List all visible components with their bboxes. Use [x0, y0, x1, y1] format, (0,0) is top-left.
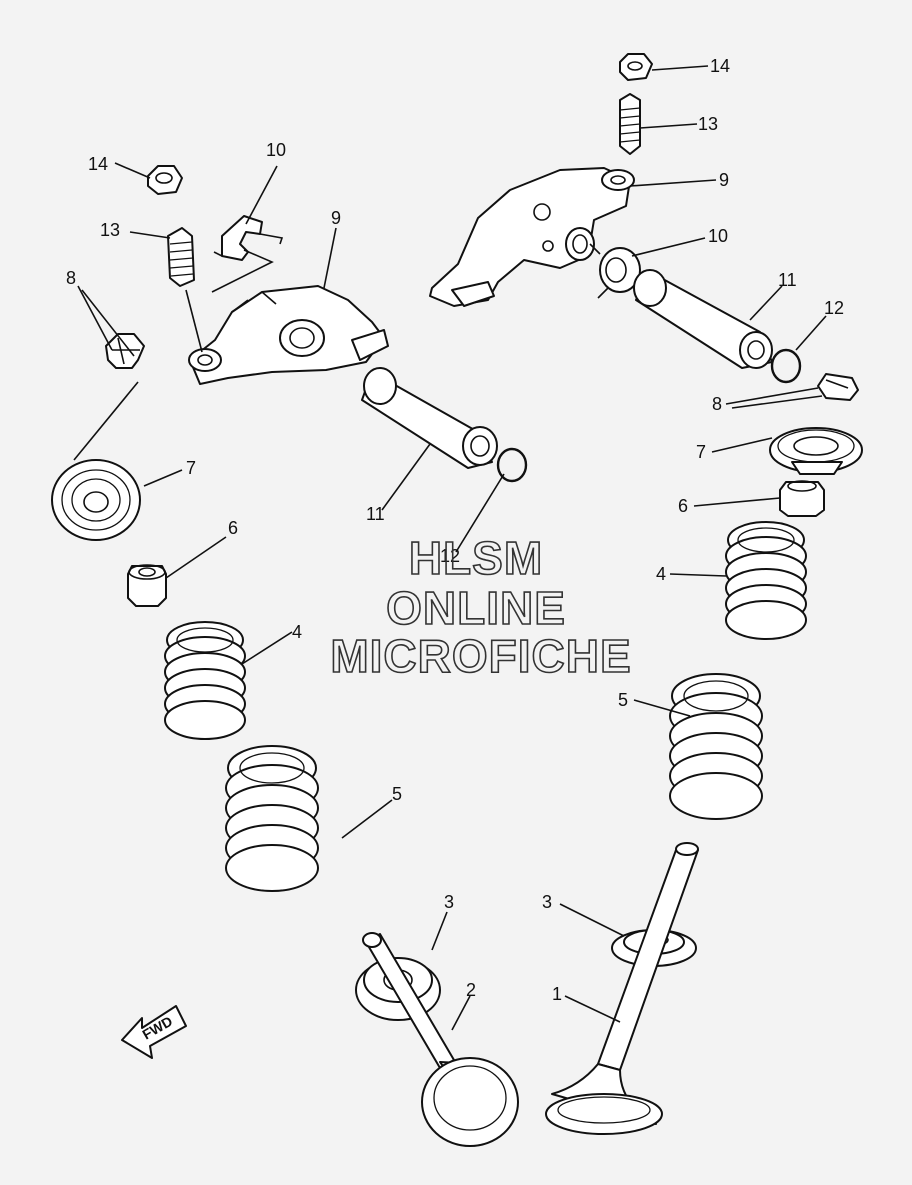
outer-spring-left [225, 745, 319, 892]
callout-4-left: 4 [292, 622, 302, 642]
callout-13-left: 13 [100, 220, 120, 240]
callout-8-left: 8 [66, 268, 76, 288]
washer-right [589, 243, 641, 299]
watermark-line-2: ONLINE [386, 582, 566, 634]
valve-exhaust [545, 842, 699, 1135]
callout-10-left: 10 [266, 140, 286, 160]
outer-spring-right [669, 673, 763, 820]
watermark: HLSM ONLINE MICROFICHE [330, 531, 632, 683]
stem-seal-right [779, 480, 825, 517]
o-ring-left [496, 447, 528, 483]
o-ring-right [770, 348, 802, 384]
callout-3-right: 3 [542, 892, 552, 912]
nut-right [619, 53, 653, 81]
callout-labels: 14 10 13 9 8 7 11 12 6 4 5 3 2 1 3 14 13… [66, 56, 844, 1004]
valve-cotter-right [817, 373, 859, 401]
spring-retainer-left [51, 459, 141, 541]
stem-seal-left [127, 564, 167, 607]
callout-12-left: 12 [440, 546, 460, 566]
callout-4-right: 4 [656, 564, 666, 584]
inner-spring-left [164, 621, 246, 740]
rocker-shaft-right [633, 269, 773, 369]
washer-left [213, 215, 284, 261]
nut-left [147, 165, 183, 195]
callout-12-right: 12 [824, 298, 844, 318]
rocker-shaft-left [361, 367, 498, 469]
callout-6-left: 6 [228, 518, 238, 538]
callout-7-right: 7 [696, 442, 706, 462]
callout-2: 2 [466, 980, 476, 1000]
rocker-arm-left [188, 285, 389, 385]
adjusting-screw-left [167, 227, 195, 287]
valve-intake [362, 932, 519, 1147]
spring-retainer-right [769, 427, 863, 475]
callout-5-left: 5 [392, 784, 402, 804]
callout-7-left: 7 [186, 458, 196, 478]
callout-9-left: 9 [331, 208, 341, 228]
fwd-arrow-icon: FWD [121, 1005, 187, 1059]
callout-14-right: 14 [710, 56, 730, 76]
callout-11-left: 11 [366, 504, 385, 524]
callout-8-right: 8 [712, 394, 722, 414]
callout-1: 1 [552, 984, 562, 1004]
callout-10-right: 10 [708, 226, 728, 246]
callout-14-left: 14 [88, 154, 108, 174]
watermark-line-3: MICROFICHE [330, 630, 631, 682]
callout-9-right: 9 [719, 170, 729, 190]
callout-13-right: 13 [698, 114, 718, 134]
watermark-line-1: HLSM [409, 532, 543, 584]
leader-lines [73, 65, 827, 1031]
callout-6-right: 6 [678, 496, 688, 516]
leader-guide-left [211, 249, 274, 293]
callout-3-left: 3 [444, 892, 454, 912]
callout-11-right: 11 [778, 270, 797, 290]
rocker-arm-right [429, 167, 635, 307]
callout-5-right: 5 [618, 690, 628, 710]
valve-cotter-left [105, 333, 145, 369]
inner-spring-right [725, 521, 807, 640]
adjusting-screw-right [619, 93, 641, 155]
